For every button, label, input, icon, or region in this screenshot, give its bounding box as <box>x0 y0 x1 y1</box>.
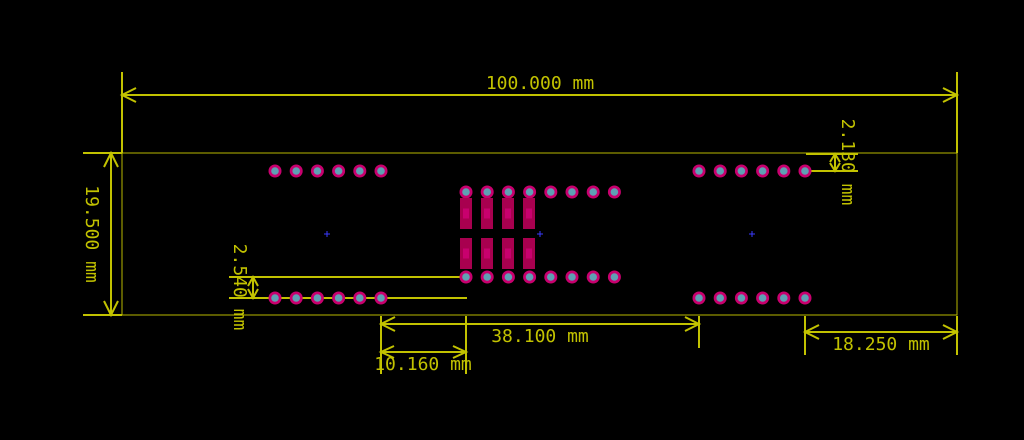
drill-hole <box>313 167 322 175</box>
drill-hole <box>525 273 534 281</box>
drill-hole <box>610 188 619 196</box>
center-dip-footprint <box>459 185 621 284</box>
dimension-board-width-label: 100.000 mm <box>486 73 594 94</box>
dimension-right-margin <box>802 316 960 355</box>
drill-hole <box>610 273 619 281</box>
drill-hole <box>271 294 279 302</box>
drill-hole <box>313 294 322 302</box>
dimension-board-height-label: 19.500 mm <box>81 185 102 283</box>
dimension-pitch-offset <box>378 316 469 374</box>
right-header-footprint <box>692 164 812 305</box>
drill-hole <box>462 273 470 281</box>
board-outline <box>121 152 958 316</box>
drill-hole <box>483 188 492 196</box>
dimension-board-width <box>119 72 960 153</box>
drill-hole <box>462 188 470 196</box>
drill-hole <box>737 167 746 175</box>
drill-hole <box>504 273 513 281</box>
drill-hole <box>758 294 767 302</box>
drill-hole <box>525 188 534 196</box>
left-header-footprint <box>268 164 388 305</box>
drill-hole <box>483 273 492 281</box>
drill-hole <box>695 294 703 302</box>
drill-hole <box>716 167 724 175</box>
drill-hole <box>292 167 301 175</box>
smd-pad-center <box>505 248 511 259</box>
smd-pad-center <box>484 208 490 219</box>
drill-hole <box>780 167 788 175</box>
drill-hole <box>377 167 385 175</box>
drill-hole <box>589 273 597 281</box>
drill-hole <box>716 294 724 302</box>
drill-hole <box>568 188 576 196</box>
drill-hole <box>589 188 597 196</box>
drill-hole <box>356 294 364 302</box>
drill-hole <box>780 294 788 302</box>
dimension-row-spacing-label: 2.540 mm <box>229 244 250 331</box>
drill-hole <box>547 188 555 196</box>
dimension-corner-offset-label: 2.130 mm <box>837 119 858 206</box>
smd-pad-center <box>463 248 469 259</box>
smd-pad-center <box>526 208 532 219</box>
drill-hole <box>356 167 364 175</box>
drill-hole <box>568 273 576 281</box>
drill-hole <box>695 167 703 175</box>
drill-hole <box>758 167 767 175</box>
origin-marker-center <box>537 231 543 237</box>
drill-hole <box>801 294 809 302</box>
smd-pad-center <box>505 208 511 219</box>
drill-hole <box>547 273 555 281</box>
drill-hole <box>271 167 279 175</box>
dimension-center-offset <box>378 316 702 374</box>
dimension-corner-offset <box>806 152 858 173</box>
drill-hole <box>292 294 301 302</box>
dimension-board-height <box>83 150 122 318</box>
origin-marker-left <box>324 231 330 237</box>
drill-hole <box>801 167 809 175</box>
drill-hole <box>334 294 343 302</box>
dimension-pitch-offset-label: 10.160 mm <box>374 354 472 375</box>
smd-resistor-array <box>460 198 535 269</box>
drill-hole <box>377 294 385 302</box>
drill-hole <box>504 188 513 196</box>
drill-hole <box>737 294 746 302</box>
drill-hole <box>334 167 343 175</box>
smd-pad-center <box>463 208 469 219</box>
smd-pad-center <box>484 248 490 259</box>
dimension-right-margin-label: 18.250 mm <box>832 334 930 355</box>
origin-marker-right <box>749 231 755 237</box>
smd-pad-center <box>526 248 532 259</box>
dimension-center-offset-label: 38.100 mm <box>491 326 589 347</box>
